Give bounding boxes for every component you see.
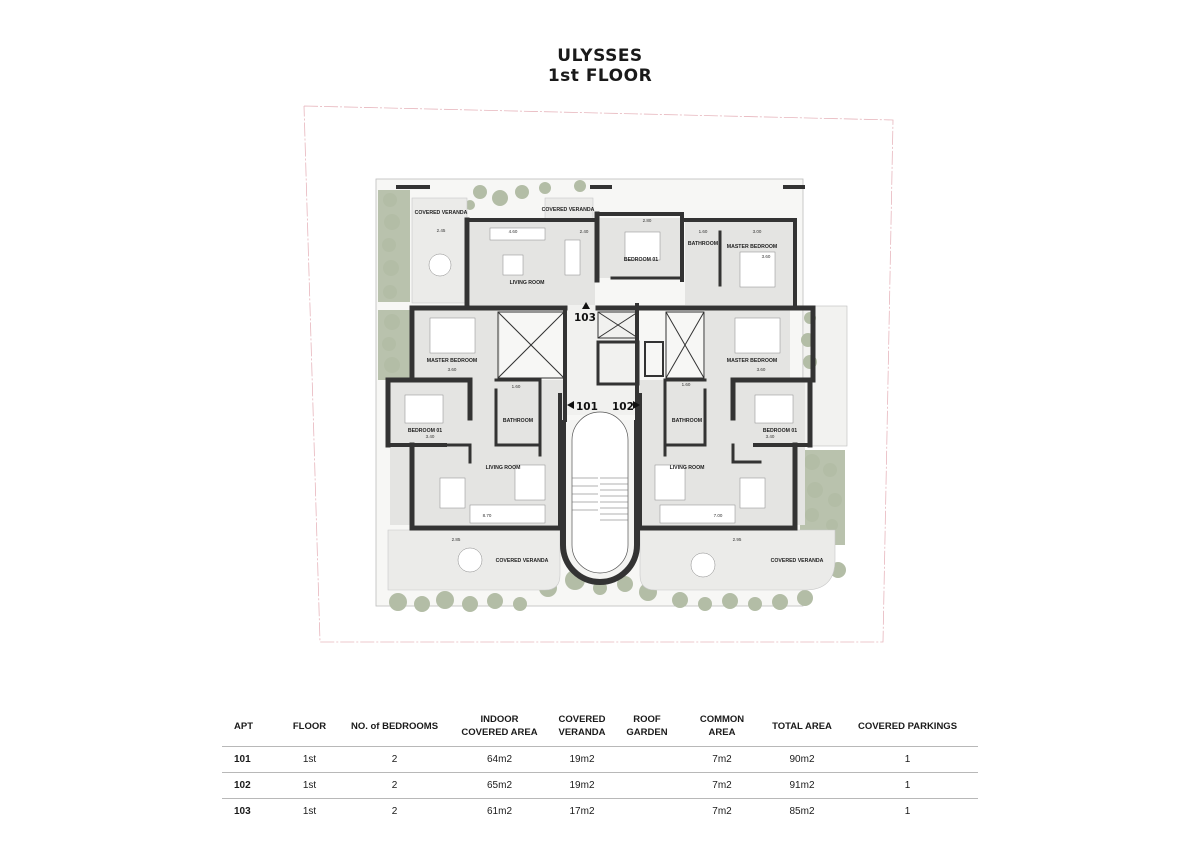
svg-text:2.40: 2.40 <box>580 229 589 234</box>
table-row: 103 1st 2 61m2 17m2 7m2 85m2 1 <box>222 798 978 824</box>
site-boundary <box>303 105 894 643</box>
svg-text:2.45: 2.45 <box>437 228 446 233</box>
svg-text:3.40: 3.40 <box>426 434 435 439</box>
entrance-arrow-103 <box>582 302 590 309</box>
floor-plan: COVERED VERANDA COVERED VERANDA LIVING R… <box>303 105 894 643</box>
room-label-covered-veranda-102: COVERED VERANDA <box>771 558 824 564</box>
room-label-covered-veranda-101: COVERED VERANDA <box>496 558 549 564</box>
svg-text:3.60: 3.60 <box>757 367 766 372</box>
svg-text:2.80: 2.80 <box>643 218 652 223</box>
table-row: 101 1st 2 64m2 19m2 7m2 90m2 1 <box>222 746 978 773</box>
walls <box>385 185 816 531</box>
col-header-indoor: INDOOR COVERED AREA <box>461 714 538 738</box>
veranda-nw <box>411 197 468 304</box>
svg-text:2.85: 2.85 <box>452 537 461 542</box>
svg-text:3.40: 3.40 <box>766 434 775 439</box>
project-title: ULYSSES <box>557 46 643 66</box>
svg-text:4.60: 4.60 <box>509 229 518 234</box>
room-label-covered-veranda-nw: COVERED VERANDA <box>415 210 468 216</box>
svg-text:7.00: 7.00 <box>714 513 723 518</box>
col-header-common-area: COMMON AREA <box>699 714 745 738</box>
room-label-master-bedroom-103: MASTER BEDROOM <box>727 244 777 250</box>
col-header-total-area: TOTAL AREA <box>772 720 832 732</box>
room-label-bedroom-01-101: BEDROOM 01 <box>408 428 442 434</box>
table-header-row: APT FLOOR NO. of BEDROOMS INDOOR COVERED… <box>222 706 978 747</box>
room-label-living-room-103: LIVING ROOM <box>510 280 545 286</box>
svg-text:3.00: 3.00 <box>753 229 762 234</box>
room-labels: COVERED VERANDA COVERED VERANDA LIVING R… <box>408 207 824 564</box>
room-label-covered-veranda-n: COVERED VERANDA <box>542 207 595 213</box>
room-label-bedroom-01-103: BEDROOM 01 <box>624 257 658 263</box>
svg-text:1.60: 1.60 <box>682 382 691 387</box>
furniture <box>404 227 794 578</box>
room-label-living-room-101: LIVING ROOM <box>486 465 521 471</box>
svg-text:8.70: 8.70 <box>483 513 492 518</box>
room-label-master-bedroom-102: MASTER BEDROOM <box>727 358 777 364</box>
entrance-arrow-102 <box>633 401 640 409</box>
floor-title: 1st FLOOR <box>547 66 653 86</box>
room-label-bathroom-101: BATHROOM <box>503 418 533 424</box>
room-label-bathroom-102: BATHROOM <box>672 418 702 424</box>
room-label-bedroom-01-102: BEDROOM 01 <box>763 428 797 434</box>
room-label-master-bedroom-101: MASTER BEDROOM <box>427 358 477 364</box>
service-shafts <box>497 311 705 386</box>
table-row: 102 1st 2 65m2 19m2 7m2 91m2 1 <box>222 772 978 799</box>
svg-text:2.95: 2.95 <box>733 537 742 542</box>
svg-text:3.60: 3.60 <box>448 367 457 372</box>
apartment-label-102: 102 <box>612 401 634 413</box>
dimension-labels: 2.45 4.60 2.40 2.80 3.00 1.60 3.60 1.60 … <box>426 218 775 542</box>
svg-text:1.60: 1.60 <box>512 384 521 389</box>
svg-text:3.60: 3.60 <box>762 254 771 259</box>
col-header-floor: FLOOR <box>292 720 327 732</box>
apartment-label-101: 101 <box>576 401 598 413</box>
floor-core <box>565 305 635 415</box>
apartment-label-103: 103 <box>574 312 596 324</box>
shaft-small <box>644 341 664 377</box>
col-header-covered-parkings: COVERED PARKINGS <box>857 720 958 732</box>
col-header-bedrooms: NO. of BEDROOMS <box>350 720 439 732</box>
col-header-roof-garden: ROOF GARDEN <box>626 714 668 738</box>
shaft-102 <box>665 311 705 379</box>
stair-core <box>560 411 640 585</box>
apartment-entrances: 103 101 102 <box>567 302 640 413</box>
col-header-apt: APT <box>234 720 253 732</box>
entrance-arrow-101 <box>567 401 574 409</box>
svg-text:1.60: 1.60 <box>699 229 708 234</box>
room-label-bathroom-103: BATHROOM <box>688 241 718 247</box>
col-header-covered-veranda: COVERED VERANDA <box>558 714 606 738</box>
apartment-spec-table: APT FLOOR NO. of BEDROOMS INDOOR COVERED… <box>222 706 978 824</box>
veranda-102 <box>639 529 836 591</box>
room-label-living-room-102: LIVING ROOM <box>670 465 705 471</box>
